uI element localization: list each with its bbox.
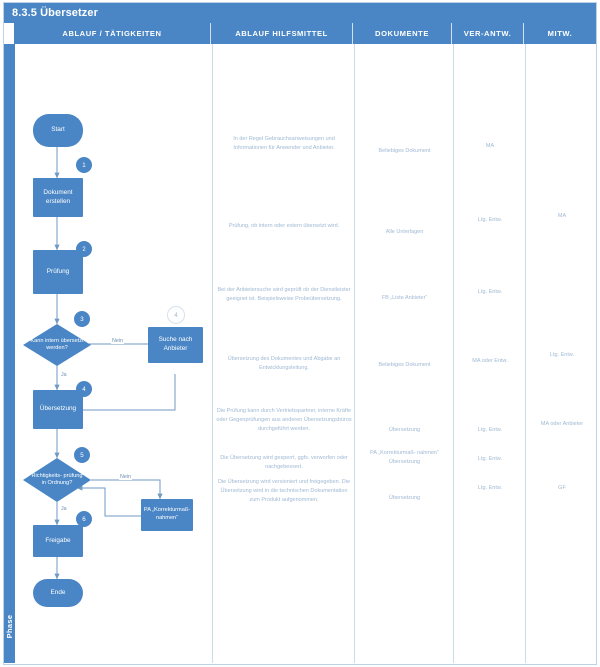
column-divider-2 <box>354 44 355 663</box>
flow-node-freigabe[interactable]: Freigabe <box>33 525 83 557</box>
diagram-body: Start 1 Dokument erstellen 2 Prüfung 3 K… <box>15 44 596 663</box>
dokumente-cell-7: Übersetzung <box>388 495 421 501</box>
verantw-cell-6: Ltg. Entw. <box>477 456 503 462</box>
mitw-cell-4: Ltg. Entw. <box>549 352 575 358</box>
step-badge-1: 1 <box>75 156 93 174</box>
verantw-cell-7: Ltg. Entw. <box>477 485 503 491</box>
dokumente-cell-1: Beliebiges Dokument <box>378 148 431 154</box>
column-divider-3 <box>453 44 454 663</box>
flow-node-start[interactable]: Start <box>33 114 83 147</box>
verantw-cell-3: Ltg. Entw. <box>477 289 503 295</box>
mitw-cell-5: MA oder Anbieter <box>540 421 584 427</box>
flow-node-richtigkeitspruefung[interactable]: Richtigkeits- prüfung in Ordnung? <box>23 458 91 502</box>
dokumente-cell-3: FB „Liste Anbieter“ <box>381 295 428 301</box>
flow-node-dokument-erstellen[interactable]: Dokument erstellen <box>33 178 83 217</box>
step-badge-6: 6 <box>75 510 93 528</box>
hilfsmittel-cell-5: Die Prüfung kann durch Vertriebspartner,… <box>216 408 352 433</box>
column-mitwirkend: MA Ltg. Entw. MA oder Anbieter GF <box>526 44 596 663</box>
mitw-cell-7: GF <box>558 485 566 491</box>
phase-lane-label: Phase <box>5 614 14 639</box>
edge-label-ja-2: Ja <box>60 506 68 512</box>
verantw-cell-5: Ltg. Entw. <box>477 427 503 433</box>
mitw-cell-2: MA <box>557 213 567 219</box>
step-badge-5: 5 <box>73 446 91 464</box>
verantw-cell-2: Ltg. Entw. <box>477 217 503 223</box>
column-verantwortlich: MA Ltg. Entw. Ltg. Entw. MA oder Entw. L… <box>454 44 525 663</box>
column-hilfsmittel: In der Regel Gebrauchsanweisungen und In… <box>213 44 354 663</box>
column-header-verantw: VER-ANTW. <box>452 23 524 44</box>
flow-node-kann-intern-uebersetzt[interactable]: Kann intern übersetzt werden? <box>23 324 91 366</box>
hilfsmittel-cell-3: Bei der Anbietersuche wird geprüft ob de… <box>217 287 351 303</box>
hilfsmittel-cell-6: Die Übersetzung wird gesperrt, ggfs. ver… <box>220 455 348 471</box>
edge-label-nein-1: Nein <box>111 338 124 344</box>
flow-node-suche-nach-anbieter[interactable]: Suche nach Anbieter <box>148 327 203 363</box>
phase-lane-strip: Phase <box>4 44 15 663</box>
column-header-row: ABLAUF / TÄTIGKEITEN ABLAUF HILFSMITTEL … <box>14 23 596 44</box>
flow-node-pruefung[interactable]: Prüfung <box>33 250 83 294</box>
column-header-dokumente: DOKUMENTE <box>353 23 452 44</box>
dokumente-cell-5: Übersetzung <box>388 427 421 433</box>
column-header-ablauf: ABLAUF / TÄTIGKEITEN <box>14 23 211 44</box>
hilfsmittel-cell-1: In der Regel Gebrauchsanweisungen und In… <box>233 136 335 152</box>
flowchart: Start 1 Dokument erstellen 2 Prüfung 3 K… <box>15 44 212 663</box>
flowchart-connectors <box>54 147 176 580</box>
flow-node-ende[interactable]: Ende <box>33 579 83 607</box>
edge-label-ja-1: Ja <box>60 372 68 378</box>
step-badge-4-anbieter: 4 <box>167 306 185 324</box>
dokumente-cell-4: Beliebiges Dokument <box>378 362 431 368</box>
hilfsmittel-cell-2: Prüfung, ob intern oder extern übersetzt… <box>228 223 340 229</box>
edge-label-nein-2: Nein <box>119 474 132 480</box>
column-divider-4 <box>525 44 526 663</box>
column-header-hilfsmittel: ABLAUF HILFSMITTEL <box>211 23 353 44</box>
verantw-cell-1: MA <box>485 143 495 149</box>
page-title: 8.3.5 Übersetzer <box>4 3 596 23</box>
flow-node-pa-korrekturmassnahmen[interactable]: PA „Korrekturmaß- nahmen“ <box>141 499 193 531</box>
hilfsmittel-cell-7: Die Übersetzung wird versioniert und fre… <box>217 479 351 504</box>
decision-label: Richtigkeits- prüfung in Ordnung? <box>31 472 83 486</box>
dokumente-cell-2: Alle Unterlagen <box>385 229 424 235</box>
hilfsmittel-cell-4: Übersetzung des Dokumentes und Abgabe an… <box>227 356 341 372</box>
flow-node-uebersetzung[interactable]: Übersetzung <box>33 390 83 429</box>
column-dokumente: Beliebiges Dokument Alle Unterlagen FB „… <box>355 44 453 663</box>
step-badge-3: 3 <box>73 310 91 328</box>
column-divider-1 <box>212 44 213 663</box>
verantw-cell-4: MA oder Entw. <box>472 358 508 364</box>
decision-label: Kann intern übersetzt werden? <box>30 337 84 351</box>
column-header-mitw: MITW. <box>547 29 573 38</box>
dokumente-cell-6: PA „Korrekturmaß- nahmen“ Übersetzung <box>370 450 439 466</box>
